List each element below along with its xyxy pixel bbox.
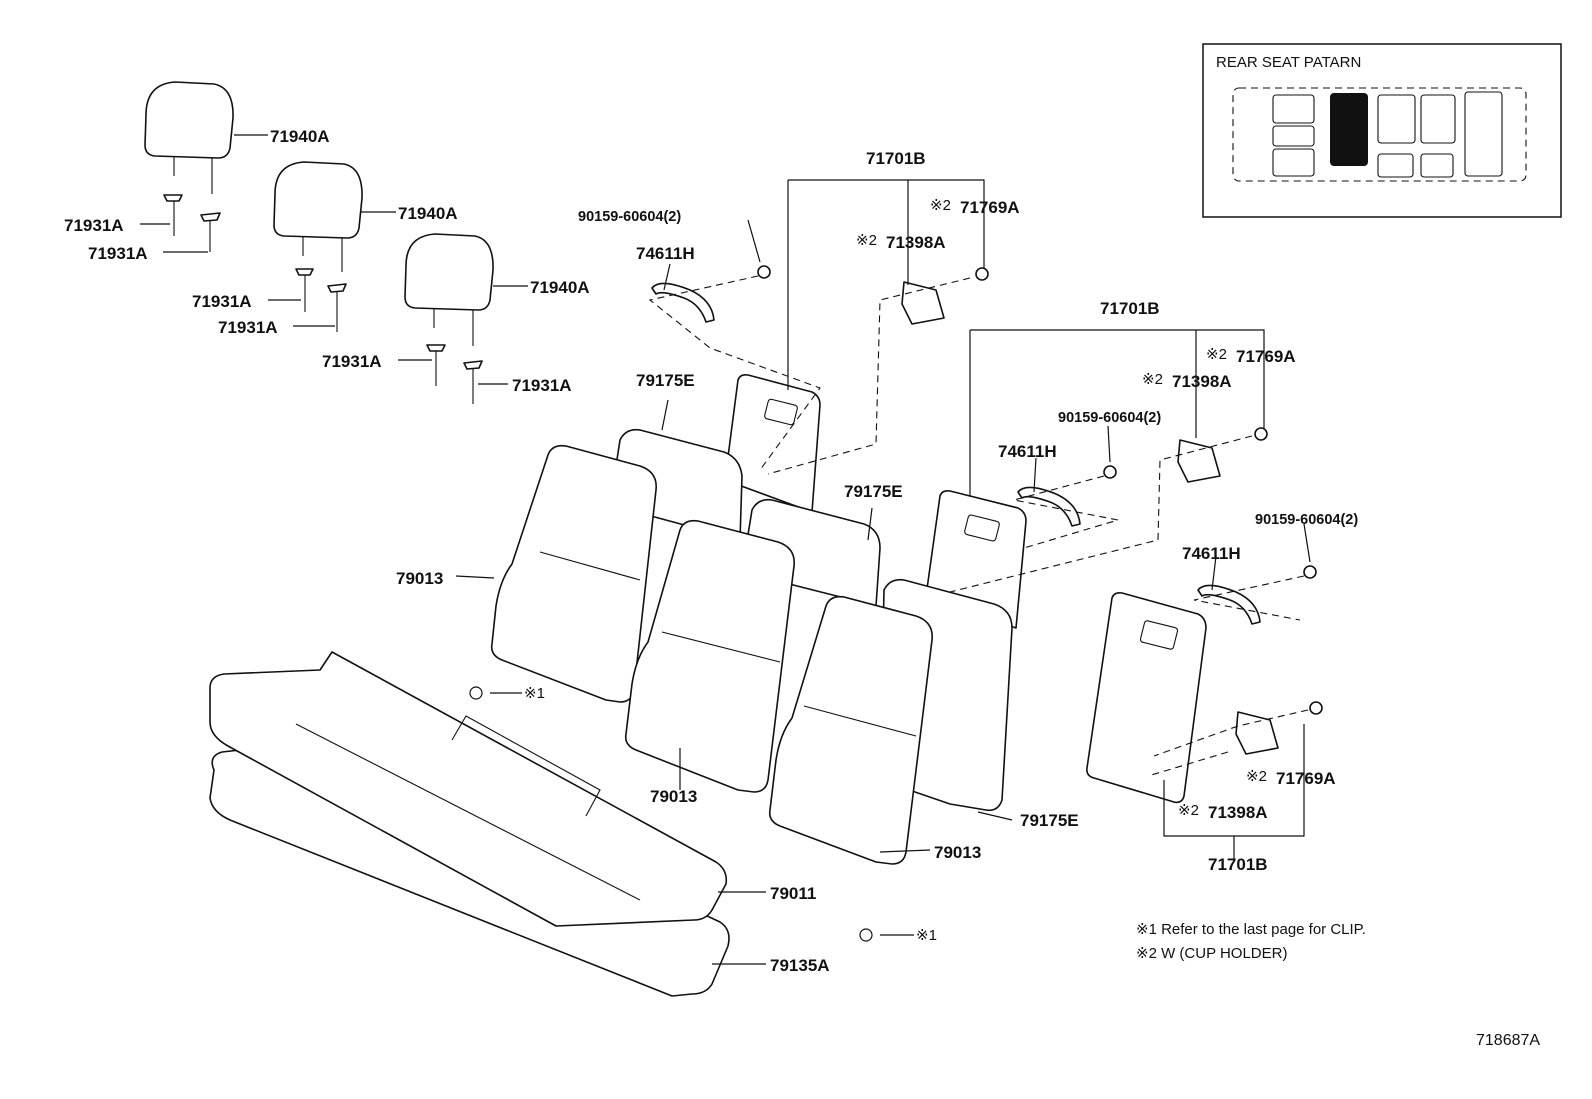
label-knob-1: 71769A [960, 198, 1020, 217]
label-hinge-assy-1: 71701B [866, 149, 926, 168]
label-knob-3: 71769A [1276, 769, 1336, 788]
label-handle-2: 74611H [998, 442, 1057, 461]
label-back-cover-2: 79013 [650, 787, 697, 806]
label-clip-2: ※1 [916, 927, 937, 944]
label-support-3a: 71931A [322, 352, 382, 371]
label-handle-1: 74611H [636, 244, 695, 263]
mark-hinge-1: ※2 [856, 232, 877, 249]
handle-shape-2 [1017, 486, 1081, 527]
label-cushion-cover: 79011 [770, 884, 816, 903]
hardware [648, 265, 1323, 777]
label-screw-1: 90159-60604(2) [578, 209, 681, 225]
inset-title: REAR SEAT PATARN [1216, 54, 1361, 71]
mark-hinge-2: ※2 [1142, 371, 1163, 388]
hinge-shape-3 [1235, 711, 1279, 755]
label-support-1a: 71931A [64, 216, 124, 235]
label-screw-3: 90159-60604(2) [1255, 512, 1358, 528]
label-hinge-assy-3: 71701B [1208, 855, 1268, 874]
callout-labels: 71940A 71940A 71940A 71931A 71931A 71931… [64, 127, 1358, 975]
note-cup-holder: ※2 W (CUP HOLDER) [1136, 945, 1287, 962]
headrest-2 [273, 161, 363, 272]
label-hinge-1: 71398A [886, 233, 946, 252]
label-clip-1: ※1 [524, 685, 545, 702]
inset-outline [1232, 87, 1527, 182]
seat-back-covers [490, 444, 933, 865]
leader-lines [140, 134, 1311, 965]
label-back-cover-3: 79013 [934, 843, 981, 862]
note-clip: ※1 Refer to the last page for CLIP. [1136, 921, 1366, 938]
seat-pattern-inset: REAR SEAT PATARN [1202, 43, 1562, 218]
diagram-reference-number: 718687A [1476, 1032, 1540, 1049]
headrest-1 [144, 81, 234, 194]
label-back-cover-1: 79013 [396, 569, 443, 588]
label-screw-2: 90159-60604(2) [1058, 410, 1161, 426]
hinge-shape-1 [901, 281, 945, 325]
label-headrest-1: 71940A [270, 127, 330, 146]
back-cover-2 [624, 519, 795, 793]
label-back-pad-3: 79175E [1020, 811, 1079, 830]
label-cushion-pad: 79135A [770, 956, 830, 975]
label-support-2b: 71931A [218, 318, 278, 337]
label-handle-3: 74611H [1182, 544, 1241, 563]
label-back-pad-2: 79175E [844, 482, 903, 501]
headrest-group [144, 81, 494, 404]
headrest-3 [404, 233, 494, 346]
headrest-supports [163, 194, 483, 404]
inset-selected-seat [1330, 93, 1368, 166]
label-support-1b: 71931A [88, 244, 148, 263]
hinge-shape-2 [1177, 439, 1221, 483]
seat-cushion [209, 651, 730, 997]
cushion-cover-shape [209, 651, 728, 927]
label-support-3b: 71931A [512, 376, 572, 395]
mark-knob-1: ※2 [930, 197, 951, 214]
handle-shape-3 [1197, 584, 1261, 625]
mark-knob-3: ※2 [1246, 768, 1267, 785]
label-support-2a: 71931A [192, 292, 252, 311]
label-headrest-3: 71940A [530, 278, 590, 297]
inset-seat-layout [1272, 91, 1503, 178]
mark-hinge-3: ※2 [1178, 802, 1199, 819]
mark-knob-2: ※2 [1206, 346, 1227, 363]
footnotes: ※1 Refer to the last page for CLIP. ※2 W… [1136, 921, 1366, 962]
back-cover-1 [490, 444, 657, 703]
label-back-pad-1: 79175E [636, 371, 695, 390]
handle-shape-1 [651, 282, 715, 323]
label-headrest-2: 71940A [398, 204, 458, 223]
label-hinge-assy-2: 71701B [1100, 299, 1160, 318]
seat-back-frames [724, 374, 1207, 804]
back-frame-3 [1086, 592, 1207, 804]
label-knob-2: 71769A [1236, 347, 1296, 366]
label-hinge-2: 71398A [1172, 372, 1232, 391]
back-frame-1 [724, 374, 821, 513]
back-cover-3 [768, 595, 933, 865]
label-hinge-3: 71398A [1208, 803, 1268, 822]
